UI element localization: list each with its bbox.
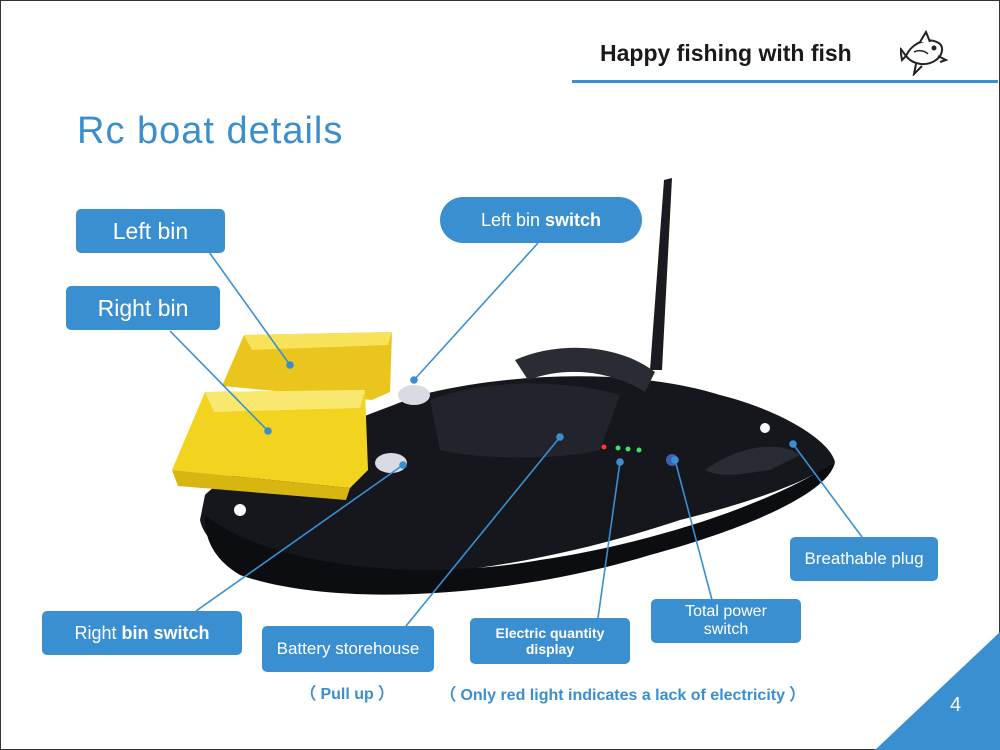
electric-quantity-display-label: Electric quantity display xyxy=(470,618,630,664)
page-number: 4 xyxy=(950,694,962,716)
right-bin-switch-label: Right bin switch xyxy=(42,611,242,655)
green-indicator-light-2 xyxy=(625,446,631,452)
battery-storehouse-label: Battery storehouse xyxy=(262,626,434,672)
front-light xyxy=(760,423,770,433)
red-indicator-light xyxy=(601,444,607,450)
left-bin-label: Left bin xyxy=(76,209,225,253)
header-title: Happy fishing with fish xyxy=(600,40,852,66)
left-bin-switch-knob xyxy=(398,385,430,405)
green-indicator-light-1 xyxy=(615,445,621,451)
page-title: Rc boat details xyxy=(77,110,344,152)
antenna xyxy=(650,178,672,370)
right-bin xyxy=(172,390,368,488)
left-bin-switch-label: Left bin switch xyxy=(440,197,642,243)
corner-accent xyxy=(875,632,1000,750)
green-indicator-light-3 xyxy=(636,447,642,453)
rear-light xyxy=(234,504,246,516)
fish-logo-icon xyxy=(900,30,948,76)
pull-up-note: （ Pull up ） xyxy=(300,686,395,703)
breathable-plug-label: Breathable plug xyxy=(790,537,938,581)
red-light-note: （ Only red light indicates a lack of ele… xyxy=(440,687,806,704)
hull-underside xyxy=(204,462,836,595)
right-bin-label: Right bin xyxy=(66,286,220,330)
header-rule xyxy=(572,80,998,83)
total-power-switch-label: Total power switch xyxy=(651,599,801,643)
carry-handle xyxy=(515,347,655,392)
